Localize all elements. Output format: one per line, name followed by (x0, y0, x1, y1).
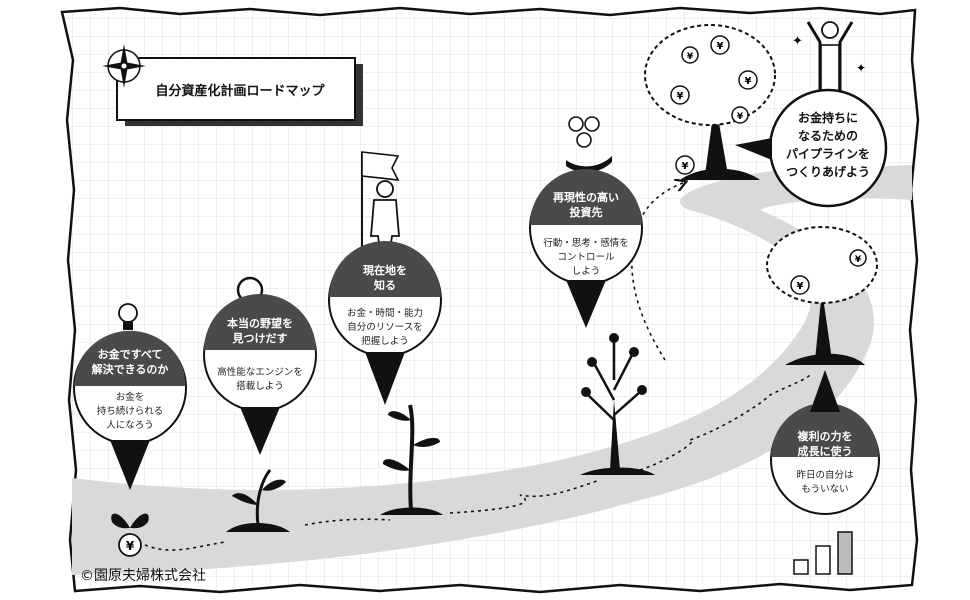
copyright: ©園原夫婦株式会社 (80, 567, 206, 584)
coin-symbol: ¥ (855, 255, 862, 265)
step-4-body-1: 行動・思考・感情を (543, 237, 629, 249)
goal-line-1: お金持ちに (798, 110, 858, 125)
sparkle-icon: ✦ (856, 61, 866, 75)
step-3-title-1: 現在地を (363, 263, 407, 277)
compass-icon (102, 44, 146, 88)
coin-symbol: ¥ (717, 41, 724, 52)
dotted-route (144, 182, 811, 551)
step-4-body-3: しよう (572, 266, 601, 277)
goal-bubble: ✦ ✦ ✦ お金持ちに なるための パイプラインを つくりあげよう (735, 21, 888, 208)
step-4-title-1: 再現性の高い (553, 190, 619, 204)
lightbulb-icon (118, 303, 138, 330)
step-1-title-2: 解決できるのか (92, 362, 169, 376)
step-5-body-1: 昨日の自分は (796, 469, 854, 481)
step-3-body-3: 把握しよう (361, 335, 409, 347)
young-plant-icon (380, 404, 443, 515)
step-4-title-2: 投資先 (570, 205, 603, 219)
small-tree-icon (580, 333, 655, 475)
step-pin-5: 複利の力を 成長に使う 昨日の自分は もういない (770, 370, 880, 575)
coin-symbol: ¥ (745, 76, 752, 87)
hand-coins-icon (566, 116, 612, 173)
step-pin-2: 本当の野望を 見つけだす 高性能なエンジンを 搭載しよう (203, 276, 317, 455)
step-pin-3: 現在地を 知る お金・時間・能力 自分のリソースを 把握しよう (328, 151, 442, 405)
sparkle-icon: ✦ (792, 34, 803, 49)
road (72, 165, 912, 575)
coin-symbol: ¥ (737, 112, 744, 122)
step-2-body-1: 高性能なエンジンを (217, 366, 303, 378)
goal-line-4: つくりあげよう (786, 164, 870, 179)
money-tree-medium-icon: ¥ ¥ (766, 226, 878, 365)
step-pin-4: 再現性の高い 投資先 行動・思考・感情を コントロール しよう (529, 116, 643, 328)
step-3-body-2: 自分のリソースを (347, 321, 423, 333)
step-2-body-2: 搭載しよう (236, 380, 284, 392)
goal-line-2: なるための (798, 129, 858, 143)
step-1-body-2: 持ち続けられる (97, 405, 164, 417)
coin-symbol: ¥ (682, 161, 689, 172)
step-3-body-1: お金・時間・能力 (347, 307, 423, 319)
step-5-title-2: 成長に使う (798, 444, 853, 458)
growth-blocks-icon (793, 531, 853, 575)
step-2-title-1: 本当の野望を (227, 316, 293, 330)
goal-line-3: パイプラインを (786, 146, 870, 161)
title-box: 自分資産化計画ロードマップ (102, 44, 363, 126)
step-1-body-1: お金を (116, 391, 145, 403)
step-5-title-1: 複利の力を (797, 429, 853, 443)
step-4-body-2: コントロール (557, 252, 615, 263)
step-1-title-1: お金ですべて (98, 347, 163, 361)
step-3-title-2: 知る (373, 278, 396, 292)
step-pin-1: お金ですべて 解決できるのか お金を 持ち続けられる 人になろう (73, 303, 187, 490)
coin-symbol: ¥ (677, 91, 684, 102)
seed-coin-icon: ¥ (111, 513, 149, 557)
coin-symbol: ¥ (797, 281, 804, 292)
coin-symbol: ¥ (687, 52, 694, 62)
money-tree-large-icon: ¥ ¥ ¥ ¥ ¥ ¥ (644, 24, 776, 180)
person-flag-icon (361, 151, 400, 251)
step-1-body-3: 人になろう (106, 420, 154, 431)
step-5-body-2: もういない (801, 484, 848, 495)
sprout-icon (226, 469, 290, 532)
page-title: 自分資産化計画ロードマップ (155, 83, 325, 99)
step-2-title-2: 見つけだす (232, 332, 288, 345)
coin-symbol: ¥ (126, 539, 135, 553)
